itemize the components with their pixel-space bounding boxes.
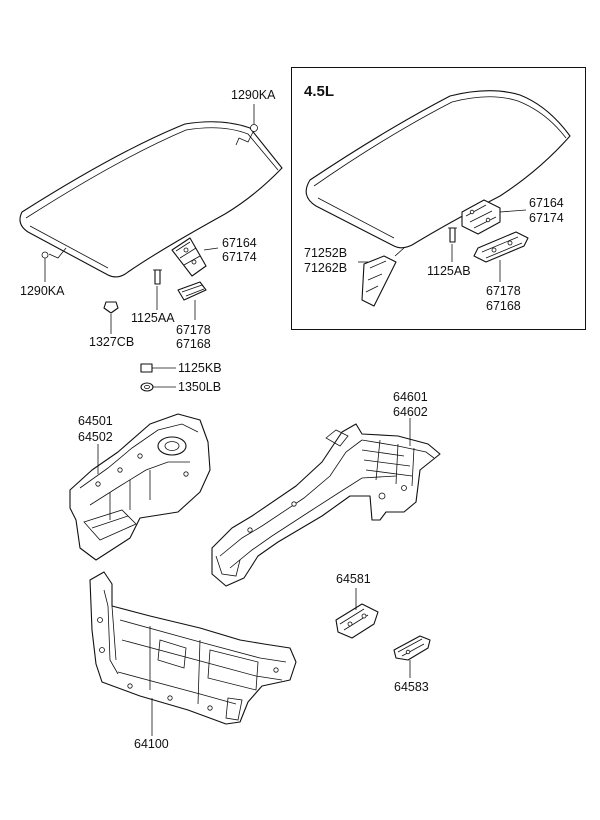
bolt-1290ka-left — [41, 247, 67, 282]
inset-frame-4-5l — [291, 67, 586, 330]
inset-bracket-67164 — [461, 199, 527, 235]
label-67174-inset: 67174 — [529, 211, 564, 225]
label-1125kb: 1125KB — [178, 361, 222, 375]
inset-roof-panel — [305, 90, 571, 249]
label-64601: 64601 — [393, 390, 428, 404]
label-64581: 64581 — [336, 572, 371, 586]
label-67168-main: 67168 — [176, 337, 211, 351]
side-member-64601 — [211, 418, 441, 587]
label-1327cb: 1327CB — [89, 335, 135, 349]
label-64501: 64501 — [78, 414, 113, 428]
label-1350lb: 1350LB — [178, 380, 222, 394]
clip-1327cb — [103, 301, 119, 334]
screw-1125aa — [153, 269, 162, 310]
label-71262b: 71262B — [304, 261, 348, 275]
label-71252b: 71252B — [304, 246, 348, 260]
label-67164-inset: 67164 — [529, 196, 564, 210]
label-67164-main: 67164 — [222, 236, 257, 250]
apron-panel-64501 — [69, 413, 211, 561]
bracket-64583 — [393, 635, 431, 678]
label-64100: 64100 — [134, 737, 169, 751]
label-67168-inset: 67168 — [486, 299, 521, 313]
label-67174-main: 67174 — [222, 250, 257, 264]
bolt-1290ka-top — [235, 104, 258, 146]
label-1290ka-left: 1290KA — [20, 284, 65, 298]
bolt-1125kb — [140, 363, 176, 373]
inset-bracket-71252b — [358, 247, 405, 307]
label-1125aa: 1125AA — [131, 311, 175, 325]
nut-1350lb — [140, 382, 176, 392]
inset-title: 4.5L — [304, 83, 335, 100]
label-64602: 64602 — [393, 405, 428, 419]
label-64583: 64583 — [394, 680, 429, 694]
label-1290ka-top: 1290KA — [231, 88, 276, 102]
label-1125ab: 1125AB — [427, 264, 471, 278]
roof-bracket-67164 — [171, 237, 219, 277]
roof-bracket-67178 — [177, 281, 207, 320]
label-67178-main: 67178 — [176, 323, 211, 337]
radiator-support-64100 — [89, 571, 297, 736]
inset-bracket-67178 — [473, 231, 529, 282]
roof-panel — [19, 121, 283, 278]
label-67178-inset: 67178 — [486, 284, 521, 298]
screw-1125ab — [448, 227, 457, 262]
bracket-64581 — [335, 588, 379, 639]
label-64502: 64502 — [78, 430, 113, 444]
